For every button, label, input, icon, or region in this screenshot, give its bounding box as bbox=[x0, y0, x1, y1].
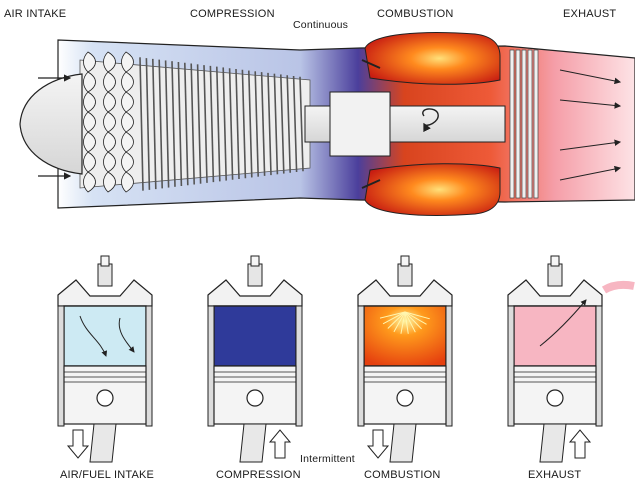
cylinder-wall bbox=[446, 306, 452, 426]
piston-stroke-label: COMPRESSION bbox=[216, 470, 301, 481]
piston-cylinder bbox=[208, 256, 302, 462]
turbine-blade bbox=[522, 50, 526, 198]
cylinder-wall bbox=[596, 306, 602, 426]
combustion-space bbox=[514, 306, 596, 366]
nose-cone bbox=[20, 74, 82, 174]
spark-plug-tip bbox=[101, 256, 109, 266]
turbine-blade bbox=[510, 50, 514, 198]
cylinder-wall bbox=[358, 306, 364, 426]
piston-stroke-label: EXHAUST bbox=[528, 470, 581, 481]
cylinder-wall bbox=[146, 306, 152, 426]
turbine-blades bbox=[510, 50, 538, 198]
piston-mode-label: Intermittent bbox=[300, 454, 355, 465]
piston-arrow-icon bbox=[570, 430, 590, 458]
cylinder-wall bbox=[508, 306, 514, 426]
wrist-pin bbox=[547, 390, 563, 406]
wrist-pin bbox=[247, 390, 263, 406]
jet-engine bbox=[20, 33, 635, 216]
piston-engine-cycle bbox=[58, 256, 634, 462]
spark-plug-icon bbox=[398, 264, 412, 286]
piston-stroke-label: AIR/FUEL INTAKE bbox=[60, 470, 154, 481]
connecting-rod bbox=[240, 424, 266, 462]
jet-stage-label: COMBUSTION bbox=[377, 9, 454, 20]
piston-arrow-icon bbox=[68, 430, 88, 458]
spark-plug-icon bbox=[98, 264, 112, 286]
piston-arrow-icon bbox=[368, 430, 388, 458]
wrist-pin bbox=[397, 390, 413, 406]
piston-cylinder bbox=[358, 256, 452, 462]
spark-plug-tip bbox=[551, 256, 559, 266]
piston-stroke-label: COMBUSTION bbox=[364, 470, 441, 481]
turbine-blade bbox=[528, 50, 532, 198]
turbine-blade bbox=[534, 50, 538, 198]
spark-plug-icon bbox=[248, 264, 262, 286]
spark-plug-icon bbox=[548, 264, 562, 286]
spark-plug-tip bbox=[401, 256, 409, 266]
jet-stage-label: AIR INTAKE bbox=[4, 9, 66, 20]
jet-stage-label: EXHAUST bbox=[563, 9, 616, 20]
cylinder-wall bbox=[296, 306, 302, 426]
combustion-chamber-bottom bbox=[365, 164, 500, 216]
turbine-blade bbox=[516, 50, 520, 198]
wrist-pin bbox=[97, 390, 113, 406]
connecting-rod bbox=[90, 424, 116, 462]
combustion-space bbox=[64, 306, 146, 366]
cylinder-wall bbox=[208, 306, 214, 426]
shaft-housing bbox=[330, 92, 390, 156]
jet-mode-label: Continuous bbox=[293, 20, 348, 31]
combustion-chamber-top bbox=[365, 33, 500, 85]
connecting-rod bbox=[390, 424, 416, 462]
combustion-space bbox=[214, 306, 296, 366]
piston-arrow-icon bbox=[270, 430, 290, 458]
connecting-rod bbox=[540, 424, 566, 462]
piston-cylinder bbox=[508, 256, 634, 462]
cylinder-wall bbox=[58, 306, 64, 426]
exhaust-port bbox=[604, 285, 634, 290]
spark-plug-tip bbox=[251, 256, 259, 266]
piston-cylinder bbox=[58, 256, 152, 462]
jet-stage-label: COMPRESSION bbox=[190, 9, 275, 20]
